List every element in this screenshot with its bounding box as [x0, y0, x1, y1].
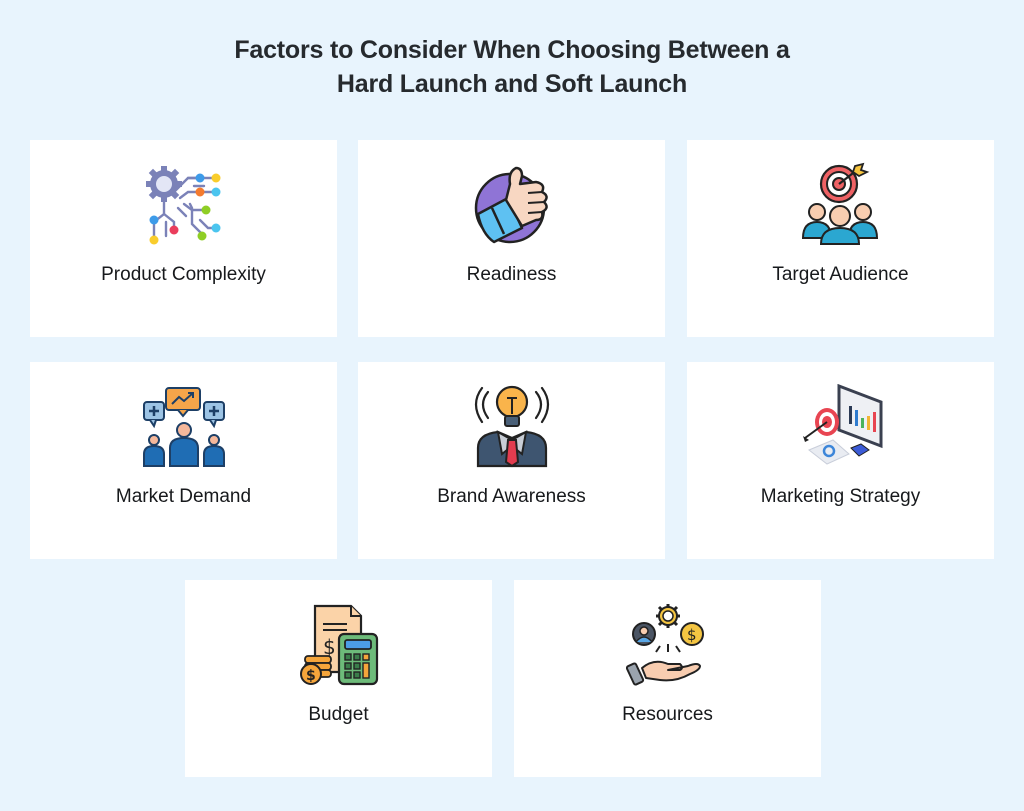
factor-card-marketing-strategy: Marketing Strategy — [687, 362, 994, 559]
gear-network-icon — [142, 162, 226, 246]
lightbulb-person-icon — [470, 384, 554, 468]
factor-label: Target Audience — [772, 264, 909, 285]
factor-label: Budget — [308, 704, 369, 725]
factor-card-budget: $ $ Budget — [185, 580, 492, 777]
factor-label: Marketing Strategy — [760, 486, 921, 507]
factor-card-product-complexity: Product Complexity — [30, 140, 337, 337]
factor-label: Readiness — [466, 264, 557, 285]
target-audience-icon — [799, 162, 883, 246]
svg-text:$: $ — [323, 635, 336, 659]
page-title: Factors to Consider When Choosing Betwee… — [0, 33, 1024, 101]
factor-card-target-audience: Target Audience — [687, 140, 994, 337]
title-line-2: Hard Launch and Soft Launch — [336, 70, 688, 98]
budget-calculator-icon: $ $ — [297, 602, 381, 686]
resources-hand-icon: $ — [625, 602, 710, 686]
factor-card-resources: $ Resources — [514, 580, 821, 777]
svg-text:$: $ — [306, 668, 316, 684]
factor-card-brand-awareness: Brand Awareness — [358, 362, 665, 559]
market-demand-icon — [142, 384, 226, 468]
factor-label: Brand Awareness — [437, 486, 586, 507]
svg-text:$: $ — [687, 626, 697, 644]
factor-label: Market Demand — [115, 486, 252, 507]
title-line-1: Factors to Consider When Choosing Betwee… — [234, 36, 790, 64]
factor-label: Resources — [622, 704, 713, 725]
thumbs-up-icon — [470, 162, 554, 246]
factor-card-readiness: Readiness — [358, 140, 665, 337]
factor-label: Product Complexity — [101, 264, 266, 285]
factor-card-market-demand: Market Demand — [30, 362, 337, 559]
marketing-monitor-icon — [799, 384, 883, 468]
